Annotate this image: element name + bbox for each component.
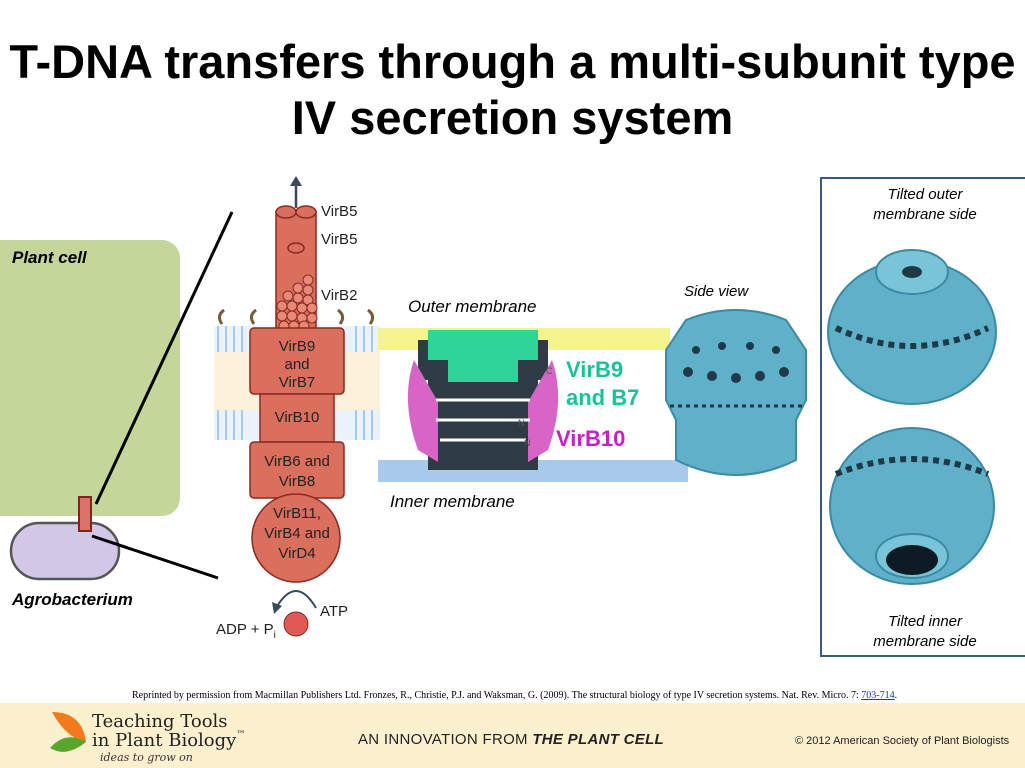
tilted-inner-body — [829, 427, 995, 585]
label-virb11-1: VirB11, — [273, 505, 321, 522]
tilted-outer-belt — [834, 325, 990, 349]
lps-icons — [217, 308, 375, 325]
logo-tm: ™ — [236, 730, 246, 740]
atp-arrowhead-icon — [272, 602, 282, 614]
label-atp: ATP — [320, 603, 348, 620]
outer-membrane-lipids — [217, 326, 373, 352]
agrobacterium-diagram — [9, 211, 234, 581]
tilted-inner-line1: Tilted inner — [887, 613, 963, 630]
virb10-density-left — [407, 360, 438, 462]
plant-cell-label: Plant cell — [12, 248, 87, 267]
leaf-logo-icon — [50, 712, 86, 752]
label-virb5-top: VirB5 — [321, 203, 357, 220]
label-virb9-2: and — [284, 356, 309, 373]
copyright: © 2012 American Society of Plant Biologi… — [795, 735, 1010, 747]
label-virb5-mid: VirB5 — [321, 231, 357, 248]
label-adp: ADP + Pi — [216, 621, 276, 641]
label-virb6-2: VirB8 — [279, 473, 315, 490]
outer-membrane-label: Outer membrane — [408, 297, 537, 316]
virb9-b7-line2: and B7 — [566, 385, 640, 410]
footer-bar — [0, 703, 1025, 768]
logo-line2-text: in Plant Biology — [92, 730, 237, 751]
virb9-b7-line1: VirB9 — [566, 357, 624, 382]
credit-line: Reprinted by permission from Macmillan P… — [132, 690, 897, 701]
label-c: C — [546, 366, 553, 376]
logo-tagline: ideas to grow on — [100, 751, 193, 764]
tilted-inner-pore — [886, 545, 938, 575]
logo-line2: in Plant Biology™ — [92, 730, 245, 751]
channel-schematic: VirB5 VirB5 VirB2 VirB9 and VirB7 VirB10… — [214, 176, 380, 641]
virb9-b7-label: VirB9 and B7 — [566, 356, 639, 412]
inner-membrane-lipids — [217, 410, 373, 440]
logo-line1: Teaching Tools — [92, 711, 228, 732]
virb5-bead — [287, 242, 305, 254]
export-arrowhead-icon — [290, 176, 302, 186]
virb10-label: VirB10 — [556, 426, 626, 451]
label-virb2: VirB2 — [321, 287, 357, 304]
tilted-outer-structure — [827, 249, 997, 405]
tilted-outer-pore — [902, 266, 922, 278]
credit-end: . — [894, 690, 898, 701]
slide-title: T-DNA transfers through a multi-subunit … — [0, 34, 1025, 146]
cryo-cross-section: C N N — [378, 328, 688, 482]
side-view-pores — [683, 342, 789, 383]
tilted-views-frame — [820, 177, 1025, 657]
virb5-cap-left — [275, 205, 297, 219]
core-stripes — [436, 398, 530, 442]
label-virb10: VirB10 — [275, 409, 320, 426]
plant-cell-shape — [0, 240, 180, 516]
agrobacterium-label: Agrobacterium — [12, 590, 133, 609]
tilted-outer-label: Tilted outer membrane side — [820, 185, 1025, 225]
side-view-label: Side view — [684, 283, 749, 300]
label-virb11-3: VirD4 — [278, 545, 315, 562]
label-n1: N — [518, 418, 525, 428]
credit-text: Reprinted by permission from Macmillan P… — [132, 690, 862, 701]
tilted-inner-structure — [829, 427, 995, 585]
tilted-outer-line1: Tilted outer — [887, 186, 963, 203]
atp-cycle-arrow-icon — [275, 590, 317, 609]
label-virb6-1: VirB6 and — [264, 453, 330, 470]
zoom-line-bottom — [91, 534, 219, 580]
innovation-prefix: AN INNOVATION FROM — [358, 731, 533, 748]
virb5-cap-right — [295, 205, 317, 219]
innovation-line: AN INNOVATION FROM THE PLANT CELL — [358, 731, 664, 748]
atpase-sphere — [251, 493, 341, 583]
zoom-line-top — [94, 211, 234, 505]
phosphate-ball — [283, 611, 309, 637]
virb9-density — [428, 330, 538, 382]
virb10-density-right — [528, 360, 559, 462]
side-view-body — [665, 309, 807, 476]
label-virb11-2: VirB4 and — [264, 525, 330, 542]
agrobacterium-cell — [9, 521, 121, 581]
label-virb9-1: VirB9 — [279, 338, 315, 355]
tilted-inner-label: Tilted inner membrane side — [820, 612, 1025, 652]
label-virb9-3: VirB7 — [279, 374, 315, 391]
credit-link[interactable]: 703-714 — [861, 690, 895, 701]
inner-membrane-label: Inner membrane — [390, 492, 515, 511]
tilted-outer-line2: membrane side — [873, 206, 977, 223]
tilted-inner-belt — [834, 456, 990, 477]
innovation-brand: THE PLANT CELL — [532, 731, 665, 748]
tilted-inner-line2: membrane side — [873, 633, 977, 650]
label-n2: N — [524, 438, 531, 448]
side-view-structure — [665, 309, 807, 476]
title-text: T-DNA transfers through a multi-subunit … — [9, 35, 1016, 144]
pilus-shape — [78, 496, 92, 532]
